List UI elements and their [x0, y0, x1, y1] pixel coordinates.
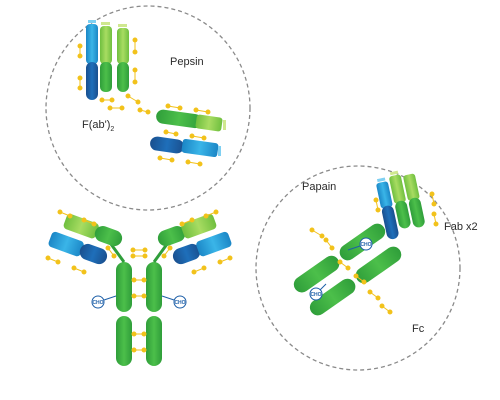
cho-glycan-fc-lower: CHO — [309, 283, 327, 301]
light-chain-segment — [48, 231, 84, 257]
papain-label: Papain — [302, 181, 336, 193]
variable-tip — [376, 177, 386, 183]
light-chain-segment — [381, 205, 399, 240]
light-chain-segment — [376, 181, 393, 209]
fab2-upper-arms — [86, 20, 129, 100]
light-chain-segment — [150, 136, 184, 154]
heavy-chain-fc — [116, 316, 132, 366]
pepsin-label: Pepsin — [170, 56, 204, 68]
heavy-chain-segment — [100, 62, 112, 92]
fab2-label-main: F(ab') — [82, 119, 110, 131]
heavy-chain-fc — [309, 278, 356, 316]
fab-x2-label: Fab x2 — [444, 221, 478, 233]
disulfide-bonds — [157, 103, 211, 167]
fc-label: Fc — [412, 323, 425, 335]
light-chain-segment — [86, 24, 98, 64]
cho-label: CHO — [360, 242, 371, 248]
papain-digestion-group: CHO CHO Papain Fab x2 Fc — [255, 165, 478, 371]
disulfide-bonds — [309, 227, 393, 315]
variable-tip — [88, 20, 96, 23]
cho-label: CHO — [174, 300, 185, 306]
fab2-label: F(ab')2 — [82, 119, 114, 133]
light-chain-segment — [181, 138, 219, 158]
cho-glycan-left: CHO — [91, 295, 117, 309]
light-chain-segment — [172, 243, 201, 265]
light-chain-segment — [117, 28, 129, 64]
heavy-chain-segment — [195, 114, 223, 132]
variable-tip — [118, 24, 127, 27]
light-chain-segment — [86, 62, 98, 100]
light-chain-segment — [79, 243, 108, 265]
disulfide-bonds — [373, 191, 439, 227]
cho-label: CHO — [92, 300, 103, 306]
heavy-chain-fc — [116, 262, 132, 312]
heavy-chain-segment — [100, 26, 112, 64]
variable-tip — [389, 170, 399, 176]
heavy-chain-fc — [355, 246, 402, 284]
pepsin-circle — [45, 5, 251, 211]
heavy-chain-segment — [408, 197, 425, 228]
heavy-chain-segment — [181, 213, 217, 239]
cho-label: CHO — [310, 292, 321, 298]
variable-tip — [218, 146, 221, 156]
light-chain-segment — [117, 62, 129, 92]
heavy-chain-segment — [389, 174, 406, 204]
light-chain-segment — [196, 231, 232, 257]
heavy-chain-fc — [146, 262, 162, 312]
disulfide-bonds — [77, 37, 151, 115]
cho-glycan-fc-upper: CHO — [347, 237, 373, 251]
heavy-chain-segment — [94, 226, 123, 247]
variable-tip — [223, 120, 226, 130]
heavy-chain-segment — [403, 173, 420, 201]
whole-antibody: CHO CHO — [45, 209, 233, 366]
variable-tip — [101, 22, 110, 25]
heavy-chain-segment — [156, 109, 202, 129]
fab-fragment — [376, 170, 425, 240]
cho-glycan-right: CHO — [161, 295, 187, 309]
heavy-chain-segment — [395, 200, 411, 229]
fab2-lower-arm — [150, 109, 226, 158]
pepsin-digestion-group: Pepsin F(ab')2 — [45, 5, 251, 211]
heavy-chain-fc — [293, 255, 340, 293]
papain-circle — [255, 165, 461, 371]
disulfide-bonds — [45, 209, 233, 353]
fab2-label-subscript: 2 — [110, 126, 114, 133]
heavy-chain-segment — [157, 226, 186, 247]
heavy-chain-segment — [63, 213, 99, 239]
heavy-chain-fc — [146, 316, 162, 366]
